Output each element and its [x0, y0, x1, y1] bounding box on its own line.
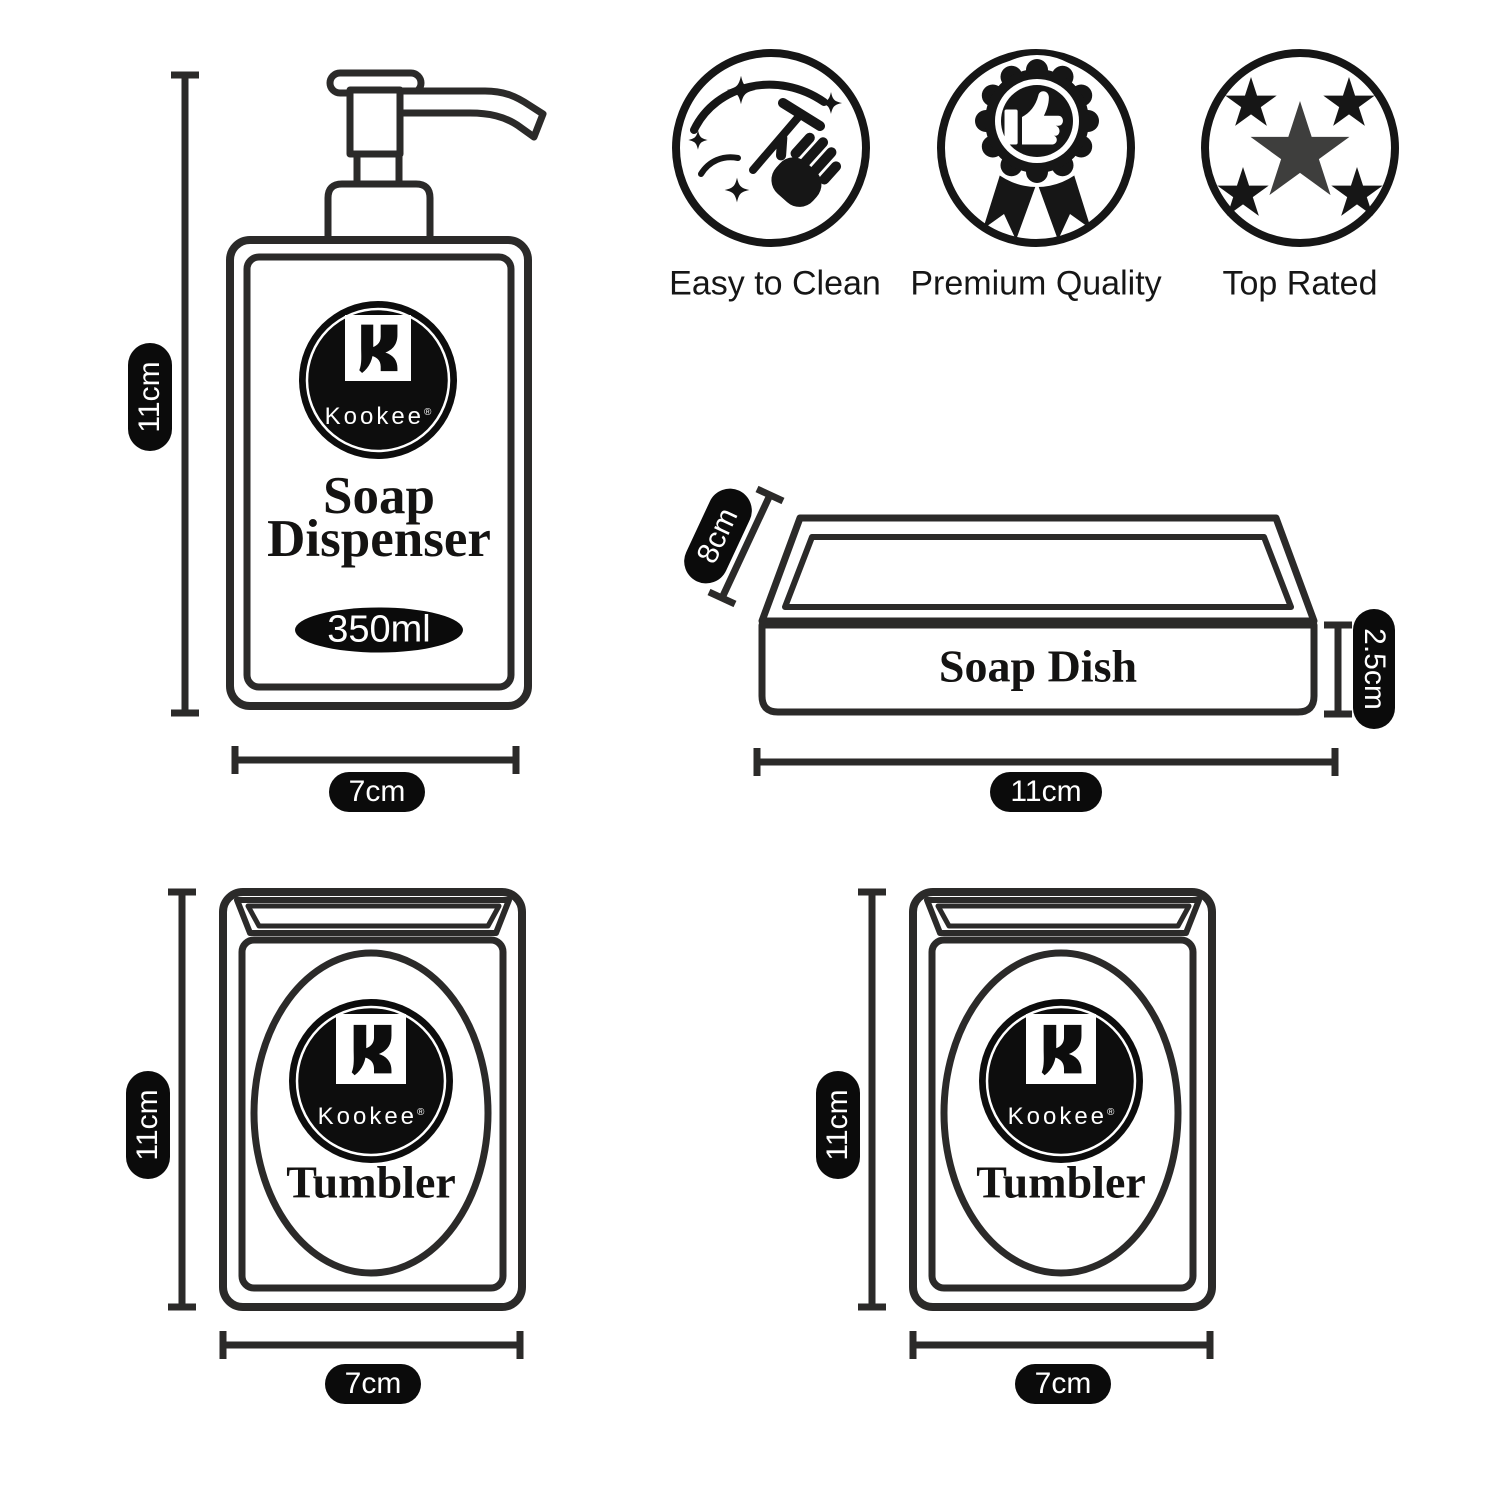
dispenser-title-line2: Dispenser — [267, 510, 491, 568]
pump-neck — [353, 150, 403, 188]
tumbler-left-title: Tumbler — [286, 1156, 456, 1208]
dish-front-face — [758, 621, 1318, 716]
dish-width-dimension — [753, 748, 1339, 776]
dish-height-pill: 2.5cm — [1353, 609, 1395, 729]
badge-premium-quality-icon — [937, 49, 1135, 247]
kookee-logo-text: Kookee® — [1008, 1103, 1115, 1131]
tumbler-left-height-dimension — [168, 888, 196, 1311]
tumbler-left-width-pill: 7cm — [325, 1364, 421, 1404]
dish-height-dimension — [1324, 621, 1352, 718]
badge-easy-to-clean-icon — [672, 49, 870, 247]
registered-mark: ® — [417, 1107, 425, 1118]
dish-top-inner — [782, 534, 1294, 610]
tumbler-right-height-pill: 11cm — [816, 1071, 860, 1179]
soap-dish-drawing — [758, 514, 1318, 716]
tumbler-right-title: Tumbler — [976, 1156, 1146, 1208]
brand-name: Kookee — [1007, 1103, 1108, 1130]
dispenser-width-pill: 7cm — [329, 772, 425, 812]
registered-mark: ® — [1107, 1107, 1115, 1118]
kookee-logo-text: Kookee® — [318, 1103, 425, 1131]
registered-mark: ® — [424, 407, 432, 418]
dish-title: Soap Dish — [938, 640, 1138, 692]
tumbler-left-width-dimension — [219, 1331, 524, 1359]
hand-icon — [771, 132, 842, 207]
tumbler-left-drawing — [223, 892, 522, 1307]
badge-easy-to-clean-label: Easy to Clean — [669, 264, 881, 303]
brand-name: Kookee — [317, 1103, 418, 1130]
brand-name: Kookee — [324, 403, 425, 430]
dispenser-title-line1: Soap — [323, 467, 435, 525]
thumbs-up-icon — [1004, 91, 1063, 145]
tumbler-left-height-pill: 11cm — [126, 1071, 170, 1179]
soap-dispenser-drawing — [226, 69, 547, 710]
dispenser-height-dimension — [171, 71, 199, 717]
dispenser-capacity-badge: 350ml — [295, 607, 463, 653]
badge-top-rated-icon — [1201, 49, 1399, 247]
pump-collar — [324, 180, 434, 246]
pump-spout — [396, 87, 547, 141]
tumbler-right-width-dimension — [909, 1331, 1214, 1359]
tumbler-right-drawing — [913, 892, 1212, 1307]
dispenser-width-dimension — [231, 746, 520, 774]
kookee-logo-text: Kookee® — [325, 403, 432, 431]
dispenser-height-pill: 11cm — [128, 343, 172, 451]
kookee-logo-badge — [299, 301, 457, 459]
dish-width-pill: 11cm — [990, 772, 1102, 812]
pump-stem — [346, 86, 404, 158]
tumbler-right-width-pill: 7cm — [1015, 1364, 1111, 1404]
badge-premium-quality-label: Premium Quality — [910, 264, 1162, 303]
tumbler-right-height-dimension — [858, 888, 886, 1311]
badge-top-rated-label: Top Rated — [1222, 264, 1378, 303]
dish-depth-dimension — [707, 485, 785, 608]
